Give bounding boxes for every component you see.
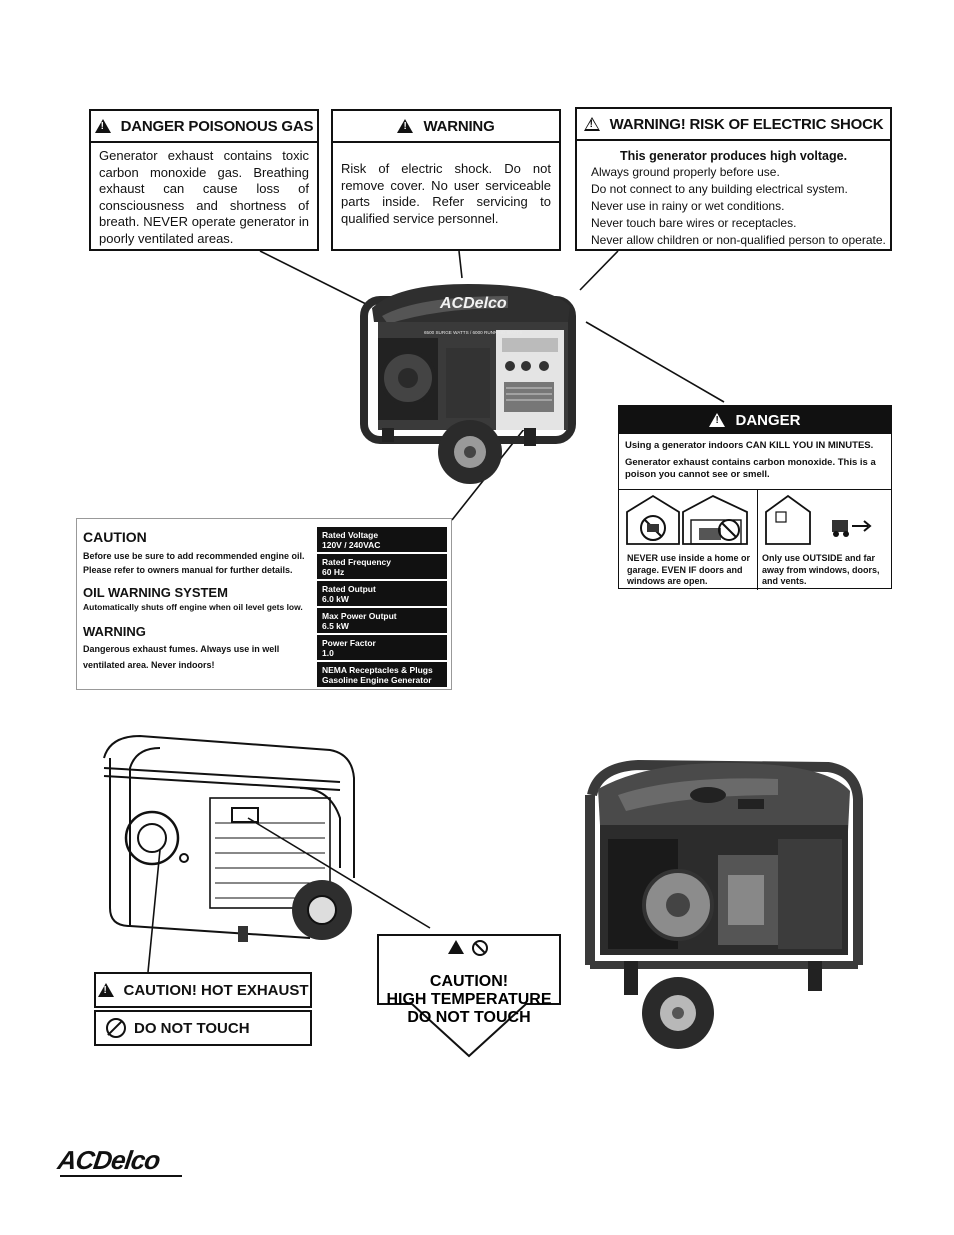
warning-triangle-icon: [397, 119, 414, 133]
spec-name: Max Power Output: [322, 611, 397, 621]
house-outside-icon: [765, 494, 872, 545]
spec-name: Rated Frequency: [322, 557, 391, 567]
warning-triangle-icon: [709, 413, 726, 427]
no-touch-hand-icon: [472, 940, 488, 956]
spec-name: NEMA Receptacles & Plugs: [322, 665, 433, 675]
high-temp-line3: DO NOT TOUCH: [407, 1009, 530, 1026]
warning-triangle-icon: [94, 119, 111, 133]
danger-gas-title: DANGER POISONOUS GAS: [120, 117, 314, 135]
generator-rating-text: 6500 SURGE WATTS / 6000 RUNNING WATTS: [424, 330, 522, 335]
spec-caution-title: CAUTION: [83, 529, 147, 545]
hot-exhaust-line1: CAUTION! HOT EXHAUST: [123, 981, 309, 999]
danger-indoor-never: NEVER use inside a home or garage. EVEN …: [627, 553, 751, 586]
spec-value: 6.0 kW: [322, 594, 349, 604]
shock-line-4: Never touch bare wires or receptacles.: [591, 216, 797, 230]
electric-shock-subtitle: This generator produces high voltage.: [619, 149, 848, 163]
spec-name: Power Factor: [322, 638, 376, 648]
spec-oil-body: Automatically shuts off engine when oil …: [83, 602, 303, 612]
high-temp-arrow-label: CAUTION! HIGH TEMPERATURE DO NOT TOUCH: [377, 934, 561, 1058]
warning-outline-triangle-icon: [583, 117, 600, 131]
hot-exhaust-label: CAUTION! HOT EXHAUST DO NOT TOUCH: [94, 972, 312, 1046]
high-temp-line1: CAUTION!: [430, 973, 508, 990]
shock-line-1: Always ground properly before use.: [591, 165, 780, 179]
warning-body: Risk of electric shock. Do not remove co…: [341, 161, 551, 226]
spec-value: 60 Hz: [322, 567, 345, 577]
spec-name: Rated Output: [322, 584, 376, 594]
no-touch-hand-icon: [106, 1018, 126, 1038]
danger-gas-body: Generator exhaust contains toxic carbon …: [99, 148, 309, 246]
danger-indoor-line2: Generator exhaust contains carbon monoxi…: [625, 457, 876, 480]
spec-warning-title: WARNING: [83, 624, 146, 639]
spec-plate-label: CAUTION Before use be sure to add recomm…: [76, 518, 452, 690]
warning-title: WARNING: [423, 117, 495, 135]
electric-shock-header: WARNING! RISK OF ELECTRIC SHOCK: [577, 109, 890, 141]
shock-line-2: Do not connect to any building electrica…: [591, 182, 848, 196]
spec-value: 120V / 240VAC: [322, 540, 381, 550]
high-temp-line2: HIGH TEMPERATURE: [386, 991, 551, 1008]
electric-shock-label: WARNING! RISK OF ELECTRIC SHOCK This gen…: [575, 107, 892, 251]
house-garage-icon: [626, 494, 748, 545]
warning-label: WARNING Risk of electric shock. Do not r…: [331, 109, 561, 251]
leader-lines-bottom: [147, 817, 431, 973]
danger-gas-header: DANGER POISONOUS GAS: [91, 111, 317, 143]
spec-name: Rated Voltage: [322, 530, 379, 540]
footer-logo-text: ACDelco: [55, 1145, 162, 1175]
warning-triangle-icon: [97, 983, 114, 997]
spec-value: 1.0: [322, 648, 334, 658]
spec-value: 6.5 kW: [322, 621, 349, 631]
danger-gas-label: DANGER POISONOUS GAS Generator exhaust c…: [89, 109, 319, 251]
danger-indoor-label: DANGER Using a generator indoors CAN KIL…: [618, 405, 892, 590]
generator-brand-text: ACDelco: [439, 295, 507, 312]
spec-oil-title: OIL WARNING SYSTEM: [83, 585, 228, 600]
danger-indoor-line1: Using a generator indoors CAN KILL YOU I…: [625, 440, 874, 451]
hot-exhaust-line2-box: DO NOT TOUCH: [94, 1010, 312, 1046]
generator-photo-bottom: [585, 759, 863, 1049]
danger-indoor-only: Only use OUTSIDE and far away from windo…: [762, 553, 880, 586]
spec-warning-body: Dangerous exhaust fumes. Always use in w…: [83, 644, 280, 670]
electric-shock-title: WARNING! RISK OF ELECTRIC SHOCK: [609, 115, 884, 133]
hot-exhaust-line1-box: CAUTION! HOT EXHAUST: [94, 972, 312, 1008]
shock-line-5: Never allow children or non-qualified pe…: [591, 233, 886, 247]
generator-photo-top: ACDelco 6500 SURGE WATTS / 6000 RUNNING …: [360, 284, 576, 484]
warning-triangle-icon: [448, 940, 464, 954]
footer-acdelco-logo: ACDelco: [55, 1145, 198, 1179]
danger-indoor-header: DANGER: [619, 406, 891, 434]
danger-indoor-title: DANGER: [735, 411, 801, 429]
generator-line-drawing: [103, 734, 355, 942]
hot-exhaust-line2: DO NOT TOUCH: [134, 1019, 250, 1037]
shock-line-3: Never use in rainy or wet conditions.: [591, 199, 785, 213]
spec-value: Gasoline Engine Generator: [322, 675, 432, 685]
warning-header: WARNING: [333, 111, 559, 143]
spec-caution-body: Before use be sure to add recommended en…: [83, 551, 305, 575]
